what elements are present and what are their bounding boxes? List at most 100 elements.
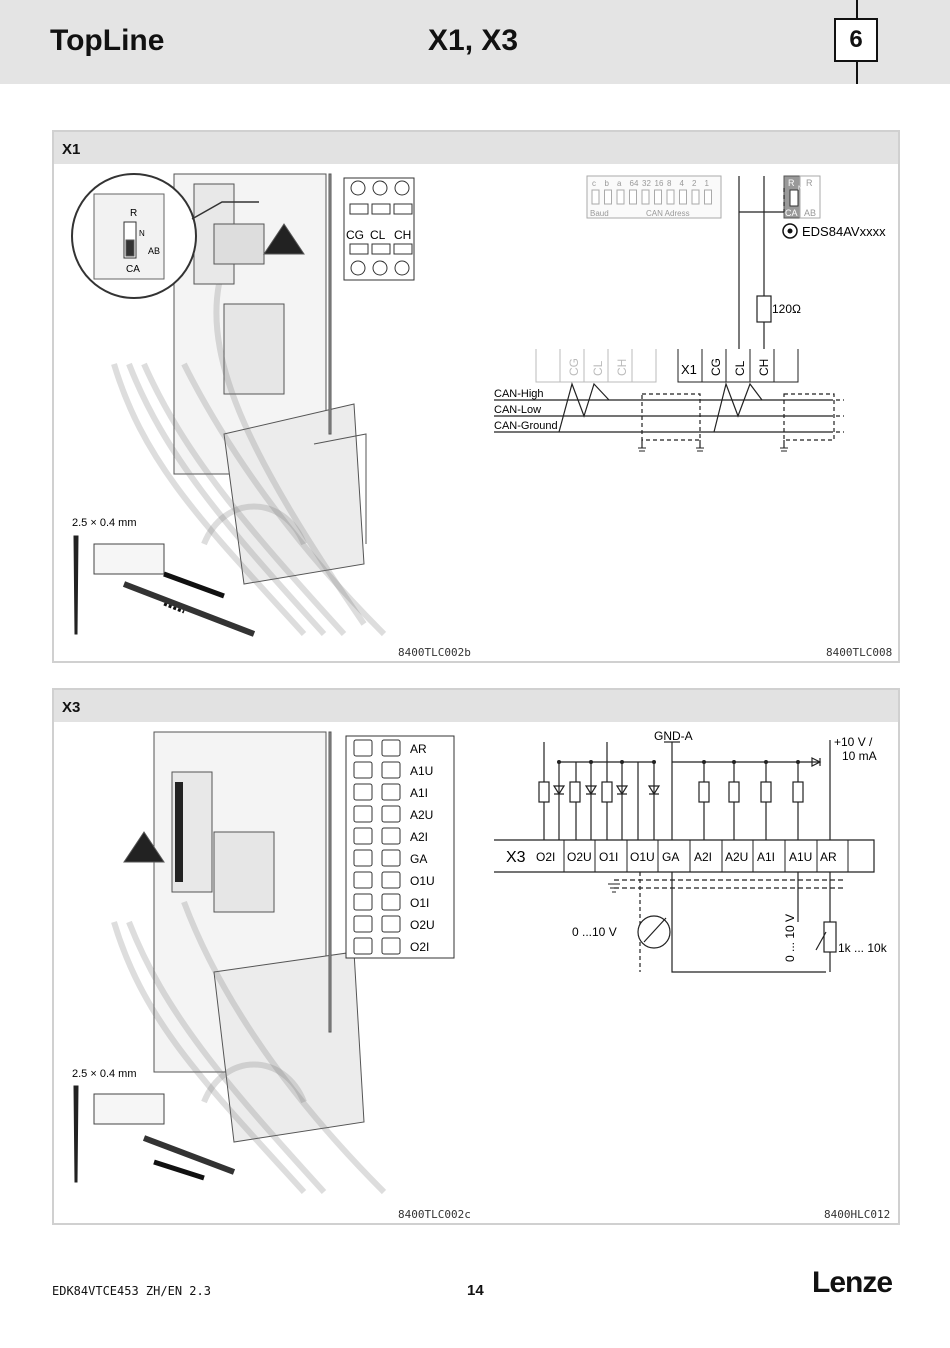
junction-dot	[589, 760, 593, 764]
ground-icon-x3	[608, 883, 620, 893]
meter-label: 0 ...10 V	[572, 925, 617, 939]
terminal-slot	[353, 783, 373, 801]
terminal-slot	[381, 849, 401, 867]
x3-pin-label: A1U	[789, 850, 812, 864]
x3-pin-label: O2U	[567, 850, 592, 864]
terminal-slot	[353, 739, 373, 757]
panel-x1: X1 R N CA AB	[52, 130, 900, 663]
terminal-list-label: A2U	[410, 808, 433, 822]
terminal-list-label: A1I	[410, 786, 428, 800]
switch-r2: R	[806, 178, 813, 188]
dip-cell	[629, 189, 637, 205]
dip-label: 16	[655, 179, 664, 188]
dip-cell	[654, 189, 662, 205]
dip-label: 8	[667, 179, 672, 188]
terminal-slot	[381, 871, 401, 889]
inset-ab: AB	[148, 246, 160, 256]
supply-label: +10 V /	[834, 735, 873, 749]
switch-r: R	[788, 178, 795, 188]
inset-r: R	[130, 208, 137, 219]
pin-cg: CG	[709, 358, 723, 376]
switch-ca: CA	[785, 208, 798, 218]
x3-pin-label: A1I	[757, 850, 775, 864]
connector-ghost	[535, 349, 657, 383]
dip-label: 4	[680, 179, 685, 188]
bus-can-low: CAN-Low	[494, 404, 541, 416]
dip-cell	[591, 189, 600, 205]
dip-cell	[666, 189, 675, 205]
x3-pin-label: AR	[820, 850, 837, 864]
chapter-number: 6	[834, 18, 878, 62]
x1-tool-size: 2.5 × 0.4 mm	[72, 517, 137, 529]
x3-circuit	[494, 740, 875, 973]
dip-label: 64	[630, 179, 639, 188]
junction-dot	[796, 760, 800, 764]
screwdriver-icon	[73, 535, 256, 637]
supply-current: 10 mA	[842, 749, 877, 763]
inset-ca: CA	[126, 264, 140, 275]
terminal-slot	[353, 871, 373, 889]
terminal-list-label: AR	[410, 742, 427, 756]
dip-can-adress: CAN Adress	[646, 209, 690, 218]
page-header: TopLine X1, X3 6	[0, 0, 950, 84]
terminal-cg: CG	[346, 228, 364, 242]
junction-dot	[620, 760, 624, 764]
junction-dot	[702, 760, 706, 764]
terminal-list-label: A1U	[410, 764, 433, 778]
switch-n: N	[798, 186, 802, 192]
dip-label: 32	[642, 179, 651, 188]
module-code: EDS84AVxxxx	[802, 224, 886, 239]
x3-figure-code-right: 8400HLC012	[824, 1208, 891, 1221]
terminal-slot	[381, 783, 401, 801]
termination-switch	[783, 175, 821, 219]
terminal-slot	[381, 739, 401, 757]
dip-cell	[641, 189, 650, 205]
termination-resistor: 120Ω	[772, 302, 801, 316]
pin-ch: CH	[757, 359, 771, 376]
x3-tool-size: 2.5 × 0.4 mm	[72, 1068, 137, 1080]
terminal-slot	[353, 893, 373, 911]
dip-cell	[679, 189, 687, 205]
terminal-slot	[381, 937, 401, 955]
dip-cell	[704, 189, 712, 205]
panel-x1-header: X1	[54, 132, 898, 164]
terminal-slot	[381, 915, 401, 933]
inset-n: N	[139, 229, 145, 238]
x3-figure: 2.5 × 0.4 mm AR A1U A1I A2U A2I GA O1U O1I O2U O2…	[72, 729, 888, 1195]
bus-can-high: CAN-High	[494, 388, 544, 400]
junction-dot	[732, 760, 736, 764]
terminal-list-label: O2I	[410, 940, 429, 954]
dip-cell	[691, 189, 700, 205]
terminal-slot	[381, 761, 401, 779]
panel-x1-label: X1	[62, 141, 81, 158]
terminal-cl: CL	[370, 228, 386, 242]
x3-pin-label: O1I	[599, 850, 618, 864]
x1-figure-code-left: 8400TLC002b	[398, 646, 471, 659]
x3-pin-label: O1U	[630, 850, 655, 864]
dip-label: a	[617, 179, 622, 188]
x3-pin-label: A2U	[725, 850, 748, 864]
dip-switch	[586, 175, 722, 219]
manual-icon	[782, 223, 798, 239]
terminal-slot	[353, 761, 373, 779]
ground-icons	[638, 447, 788, 452]
can-bus-lines	[494, 381, 844, 448]
ghost-pin-cg: CG	[567, 358, 581, 376]
page-title: X1, X3	[428, 24, 519, 57]
terminal-slot	[381, 893, 401, 911]
gnd-a-label: GND-A	[654, 729, 693, 743]
pot-voltage-label: 0 ... 10 V	[783, 914, 797, 962]
screwdriver-icon-x3	[73, 1085, 236, 1183]
terminal-ch: CH	[394, 228, 411, 242]
x3-pin-label: GA	[662, 850, 679, 864]
dip-cell	[616, 189, 625, 205]
terminal-slot	[381, 805, 401, 823]
terminal-list-label: A2I	[410, 830, 428, 844]
panel-x3-label: X3	[62, 699, 81, 716]
junction-dot	[557, 760, 561, 764]
x3-pin-label: A2I	[694, 850, 712, 864]
dip-cell	[604, 189, 612, 205]
